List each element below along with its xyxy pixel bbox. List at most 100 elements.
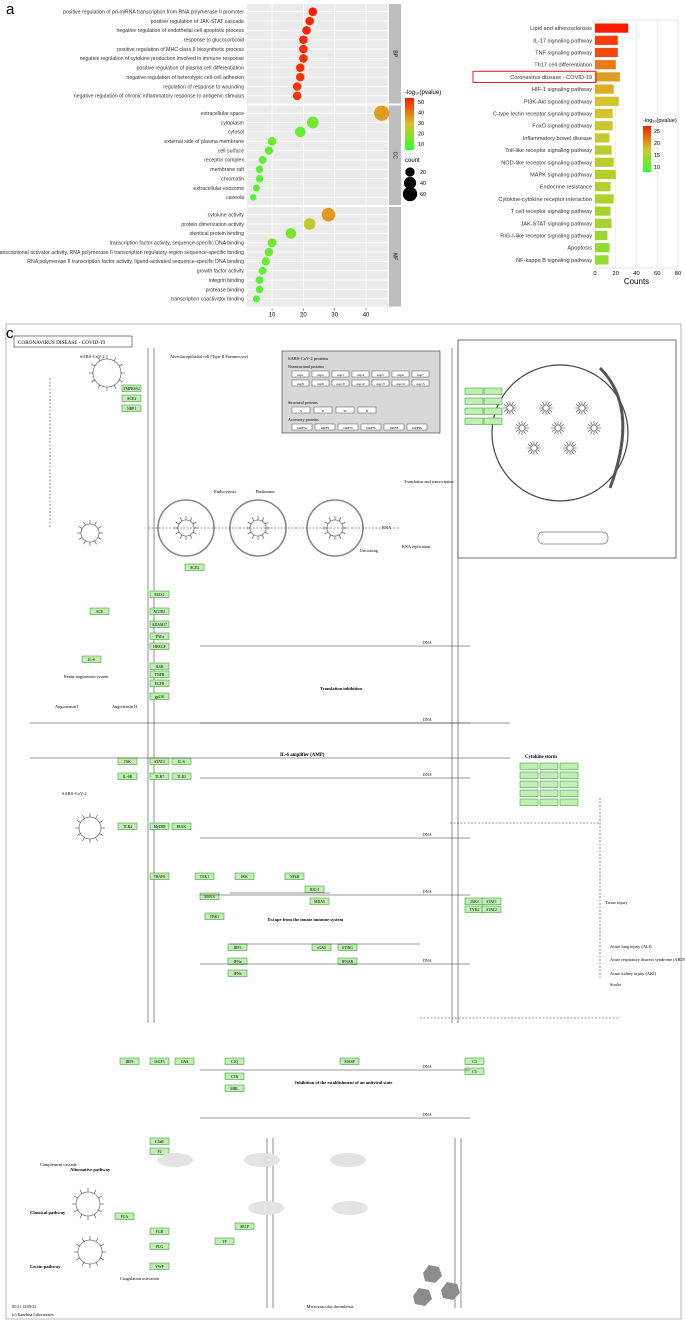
pathway-edge [247, 531, 252, 535]
virus-icon [92, 358, 122, 388]
gene-label: SELP [240, 1225, 249, 1229]
pathway-edge [324, 521, 329, 525]
pathway-edge [554, 421, 557, 426]
gene-label: STAT3 [154, 760, 165, 764]
facet-label: MF [392, 253, 398, 260]
gene-label: IRF9 [126, 1060, 134, 1064]
protein-box [391, 370, 410, 378]
gene-box [204, 912, 225, 920]
pathway-bar [595, 182, 611, 192]
term-dot [250, 194, 257, 201]
pathway-edge [189, 517, 193, 522]
gene-label: STAT1 [486, 900, 497, 904]
gene-box [464, 407, 484, 415]
gene-label: ACE [96, 610, 104, 614]
protein-box [331, 370, 350, 378]
term-label: extracellular space [201, 111, 244, 117]
x-tick-label: 40 [363, 313, 370, 319]
pathway-edge [97, 384, 101, 389]
protein-box [291, 379, 310, 387]
cytokine-gene-box [559, 762, 579, 770]
pathway-text: IL-6 amplifier (AMP) [280, 753, 325, 758]
pathway-edge [81, 1262, 85, 1266]
gene-box [224, 1084, 245, 1092]
term-label: identical protein binding [189, 231, 244, 237]
gene-box [224, 1057, 245, 1065]
protein-box [411, 370, 430, 378]
pathway-text: ORF6 [321, 426, 330, 430]
pathway-edge [113, 357, 117, 362]
pathway-frame [5, 323, 682, 1320]
cytokine-gene-box [559, 798, 579, 806]
pathway-edge [527, 449, 532, 452]
gene-label: STING [342, 946, 353, 950]
gene-label: TAK1 [200, 875, 209, 879]
virus-icon [80, 523, 100, 543]
pathway-label: NF-kappa B signaling pathway [516, 258, 592, 264]
size-legend-tick: 60 [420, 192, 426, 198]
pathway-label: MAPK signaling pathway [530, 173, 592, 179]
gene-box [89, 607, 110, 615]
gene-box [117, 822, 138, 830]
gene-label: F2 [157, 1150, 161, 1154]
gene-label: VWF [155, 1265, 163, 1269]
gene-box [149, 822, 170, 830]
pathway-edge [518, 430, 521, 435]
pathway-edge [584, 404, 589, 407]
color-legend-bar [643, 126, 651, 172]
color-legend-tick: 20 [654, 141, 660, 147]
gene-box [81, 655, 102, 663]
pathway-text: nsp2 [317, 373, 324, 377]
pathway-edge [571, 441, 574, 446]
pathway-edge [571, 450, 574, 455]
x-tick-label: 20 [613, 271, 619, 277]
term-dot [302, 26, 311, 35]
pathway-text: DNA [423, 717, 432, 722]
pathway-text: Lectin pathway [30, 1264, 61, 1269]
gene-box [119, 1057, 140, 1065]
gene-box [149, 1262, 170, 1270]
gene-label: MyD88 [154, 825, 166, 829]
pathway-edge [97, 537, 102, 540]
pathway-edge [175, 531, 180, 535]
pathway-edge [523, 430, 526, 435]
term-dot [285, 228, 297, 239]
pathway-edge [93, 1190, 97, 1194]
pathway-edge [79, 1214, 83, 1218]
pathway-text: SARS-CoV-2 proteins [288, 356, 328, 361]
pathway-bar [595, 108, 613, 119]
gene-label: TMPRSS2 [123, 387, 140, 391]
pathway-text: Structural proteins [288, 400, 318, 405]
virus-icon [530, 444, 538, 452]
gene-box [194, 872, 215, 880]
pathway-edge [572, 449, 577, 452]
pathway-title-box [13, 335, 133, 348]
gene-box [149, 1137, 170, 1145]
pathway-text: nsp13 [376, 382, 384, 386]
pathway-text: Classical pathway [30, 1210, 66, 1215]
pathway-bar [595, 121, 613, 131]
pathway-edge [518, 421, 521, 426]
pathway-label: FoxO signaling pathway [532, 124, 592, 130]
pathway-edge [98, 1209, 102, 1213]
cytokine-gene-box [559, 789, 579, 797]
protein-box [311, 370, 330, 378]
pathway-label: Cytokine-cytokine receptor interaction [498, 197, 592, 203]
term-label: receptor complex [204, 158, 244, 164]
cytokine-gene-box [519, 789, 539, 797]
gene-label: TBK1 [210, 915, 220, 919]
pathway-edge [78, 526, 83, 529]
term-label: positive regulation of pri-miRNA transcr… [63, 9, 244, 15]
gene-label: TLR7 [155, 775, 164, 779]
pathway-edge [76, 833, 81, 836]
pathway-text: Acute lung injury (ALI) [610, 944, 652, 949]
pathway-bar [595, 157, 614, 167]
cytokine-gene-box [539, 798, 559, 806]
term-dot [261, 257, 270, 266]
pathway-edge [118, 379, 123, 383]
pathway-edge [547, 410, 550, 415]
gene-box [149, 1227, 170, 1235]
pathway-edge [95, 1262, 99, 1266]
pathway-text: Endosome [256, 489, 275, 494]
gene-label: TF [222, 1240, 226, 1244]
